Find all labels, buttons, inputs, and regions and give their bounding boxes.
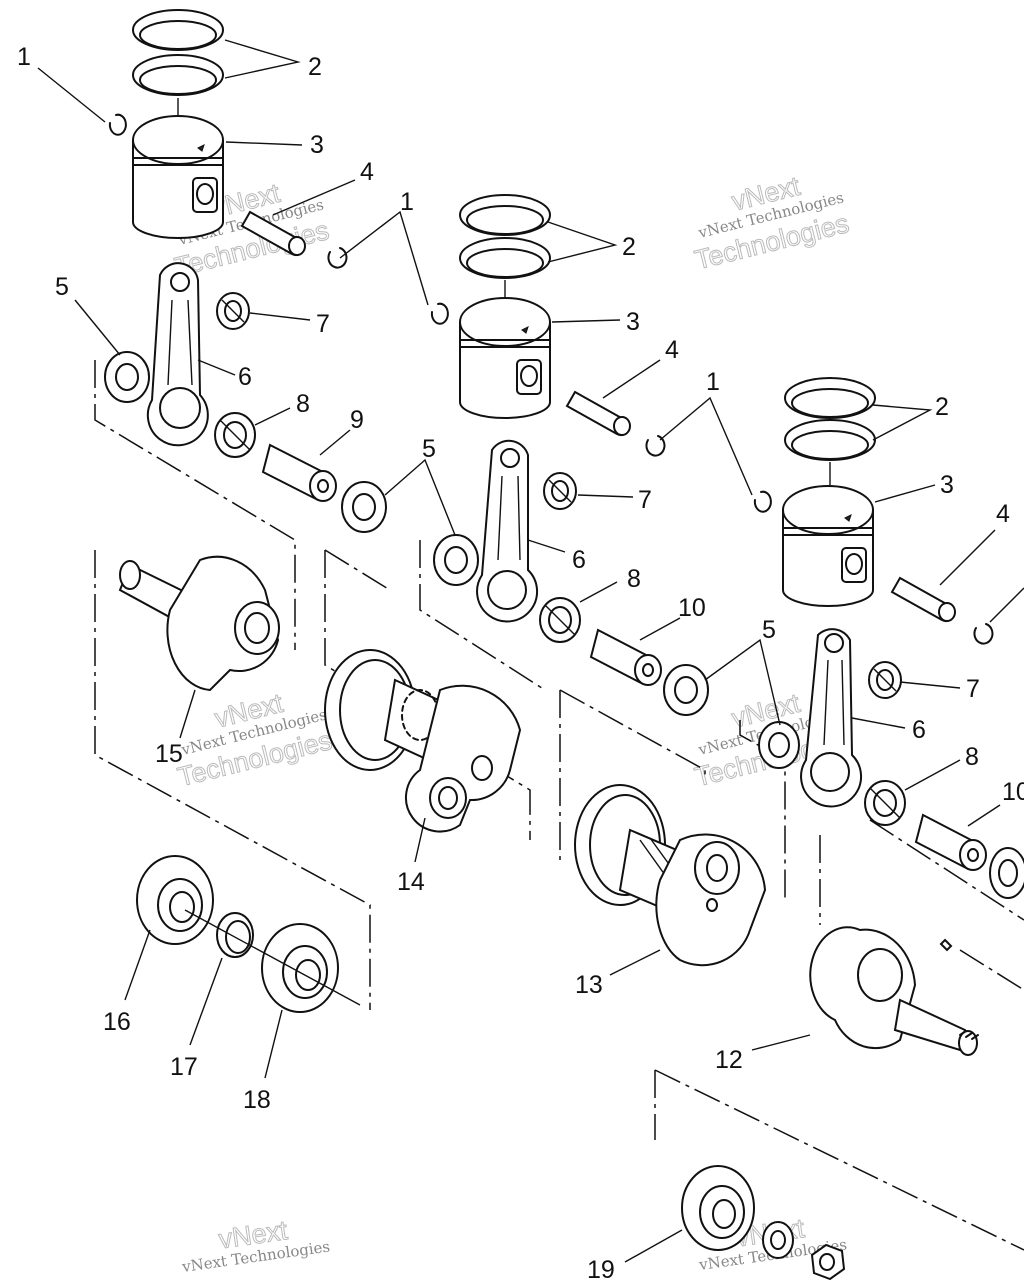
connecting-rod-1	[146, 262, 209, 447]
piston-ring-set-1	[132, 9, 224, 130]
callout-6: 6	[238, 363, 252, 391]
circlip-1b	[327, 247, 348, 269]
piston-ring-set-3	[784, 377, 876, 492]
callout-3: 3	[310, 131, 324, 159]
nut	[810, 1243, 846, 1280]
washer	[762, 1221, 794, 1259]
callout-8: 8	[296, 390, 310, 418]
needle-bearing-small-1	[216, 292, 250, 330]
main-bearing-16	[136, 855, 214, 945]
callout-3: 3	[626, 308, 640, 336]
callout-19: 19	[587, 1256, 615, 1280]
crank-pin-10b	[914, 813, 987, 871]
piston-ring-set-2	[459, 194, 551, 310]
needle-bearing-large-3	[864, 780, 906, 826]
callout-8: 8	[965, 743, 979, 771]
crank-pin-10a	[589, 628, 662, 686]
thrust-washer-3b	[989, 847, 1024, 899]
piston-1	[132, 115, 224, 239]
circlip-3b	[973, 623, 994, 645]
crank-section-14	[324, 649, 522, 833]
callout-8: 8	[627, 565, 641, 593]
thrust-washer-2	[433, 534, 479, 586]
callout-14: 14	[397, 868, 425, 896]
circlip-1	[108, 113, 127, 136]
callout-10: 10	[678, 594, 706, 622]
needle-bearing-small-3	[868, 661, 902, 699]
cylinder-2-group	[430, 194, 709, 716]
thrust-washer-2b	[663, 664, 709, 716]
piston-2	[459, 297, 551, 419]
callout-12: 12	[715, 1046, 743, 1074]
callout-6: 6	[572, 546, 586, 574]
watermark: vNext vNext Technologies	[180, 1215, 331, 1276]
callout-2: 2	[622, 233, 636, 261]
callout-6: 6	[912, 716, 926, 744]
circlip-2	[430, 302, 449, 325]
callout-18: 18	[243, 1086, 271, 1114]
circlip-3	[753, 490, 772, 513]
callout-10: 10	[1002, 778, 1024, 806]
callout-7: 7	[638, 486, 652, 514]
main-bearing-18	[261, 923, 339, 1013]
callout-2: 2	[935, 393, 949, 421]
crank-section-13	[574, 784, 767, 967]
callout-16: 16	[103, 1008, 131, 1036]
needle-bearing-large-2	[539, 597, 581, 643]
piston-3	[782, 485, 874, 607]
connecting-rod-3	[800, 628, 863, 808]
callout-5: 5	[55, 273, 69, 301]
thrust-washer-3	[758, 721, 800, 769]
connecting-rod-2	[476, 439, 539, 623]
callout-5: 5	[422, 435, 436, 463]
crank-section-15	[118, 555, 280, 692]
wrist-pin-3	[890, 576, 956, 623]
callout-13: 13	[575, 971, 603, 999]
callout-17: 17	[170, 1053, 198, 1081]
callout-2: 2	[308, 53, 322, 81]
thrust-washer-1	[104, 351, 150, 403]
callout-4: 4	[996, 500, 1010, 528]
callout-5: 5	[762, 616, 776, 644]
watermark: vNext vNext Technologies Technologies	[691, 170, 852, 276]
callout-9: 9	[350, 406, 364, 434]
wrist-pin-1	[240, 210, 306, 257]
crank-section-12	[809, 926, 979, 1056]
leader-lines	[37, 39, 1024, 1263]
callout-1: 1	[706, 368, 720, 396]
callout-3: 3	[940, 471, 954, 499]
main-bearing-19	[681, 1165, 755, 1251]
callout-1: 1	[17, 43, 31, 71]
callout-4: 4	[360, 158, 374, 186]
crank-pin-9	[261, 443, 337, 502]
callout-4: 4	[665, 336, 679, 364]
circlip-2b	[645, 435, 666, 457]
cylinder-1-group	[104, 9, 387, 533]
callout-labels: 1 2 3 4 5 6 7 8 9 1 2 3 4 5 6 7 8 10 1 2…	[17, 43, 1024, 1280]
cylinder-3-group	[753, 377, 1024, 899]
wrist-pin-2	[565, 390, 631, 437]
callout-15: 15	[155, 740, 183, 768]
thrust-washer-1b	[341, 481, 387, 533]
callout-7: 7	[316, 310, 330, 338]
callout-1: 1	[400, 188, 414, 216]
callout-7: 7	[966, 675, 980, 703]
watermark: vNext vNext Technologies Technologies	[174, 687, 335, 793]
snap-ring-17	[216, 912, 254, 958]
needle-bearing-small-2	[543, 472, 577, 510]
needle-bearing-large-1	[214, 412, 256, 458]
